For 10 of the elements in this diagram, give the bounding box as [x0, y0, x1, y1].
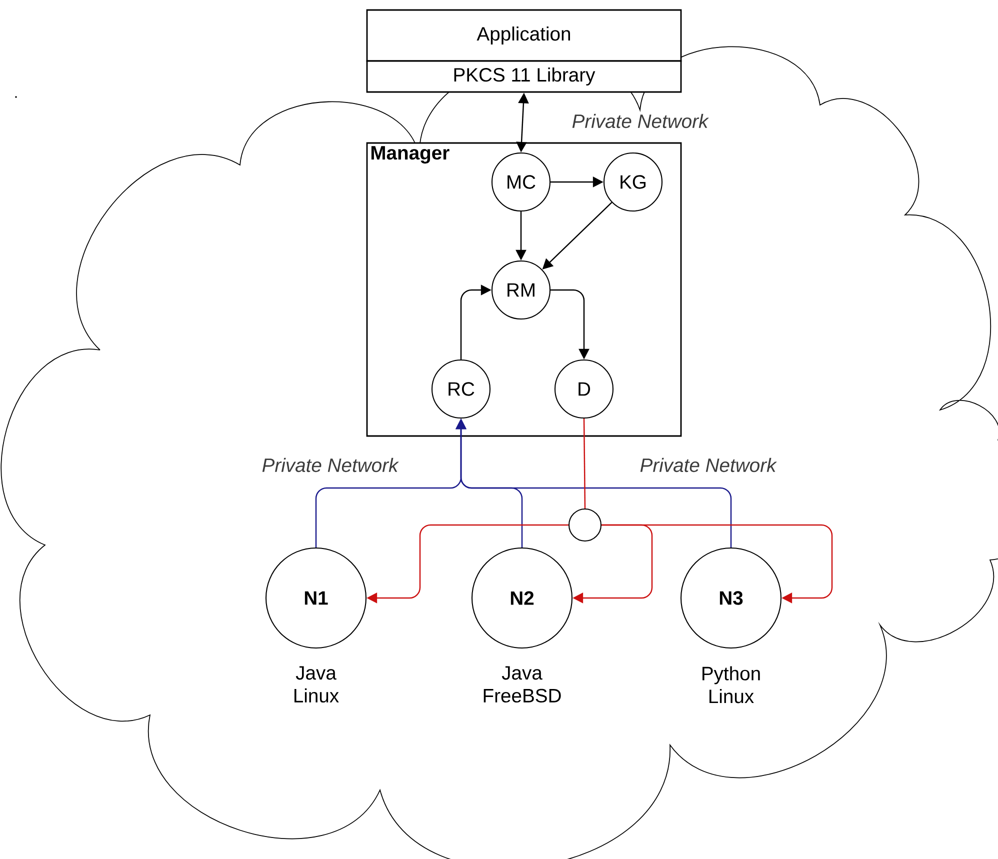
junction-circle [568, 508, 602, 542]
network-label: Private Network [572, 114, 709, 128]
node-label: Java Linux [294, 666, 339, 703]
node-label: Java FreeBSD [484, 666, 561, 703]
node-label: Python Linux [702, 666, 760, 704]
layer-box: Application [366, 9, 682, 62]
arrow [602, 524, 833, 604]
layer-box: PKCS 11 Library [366, 60, 682, 93]
network-label: Private Network [262, 458, 399, 472]
network-label: Private Network [640, 458, 777, 472]
